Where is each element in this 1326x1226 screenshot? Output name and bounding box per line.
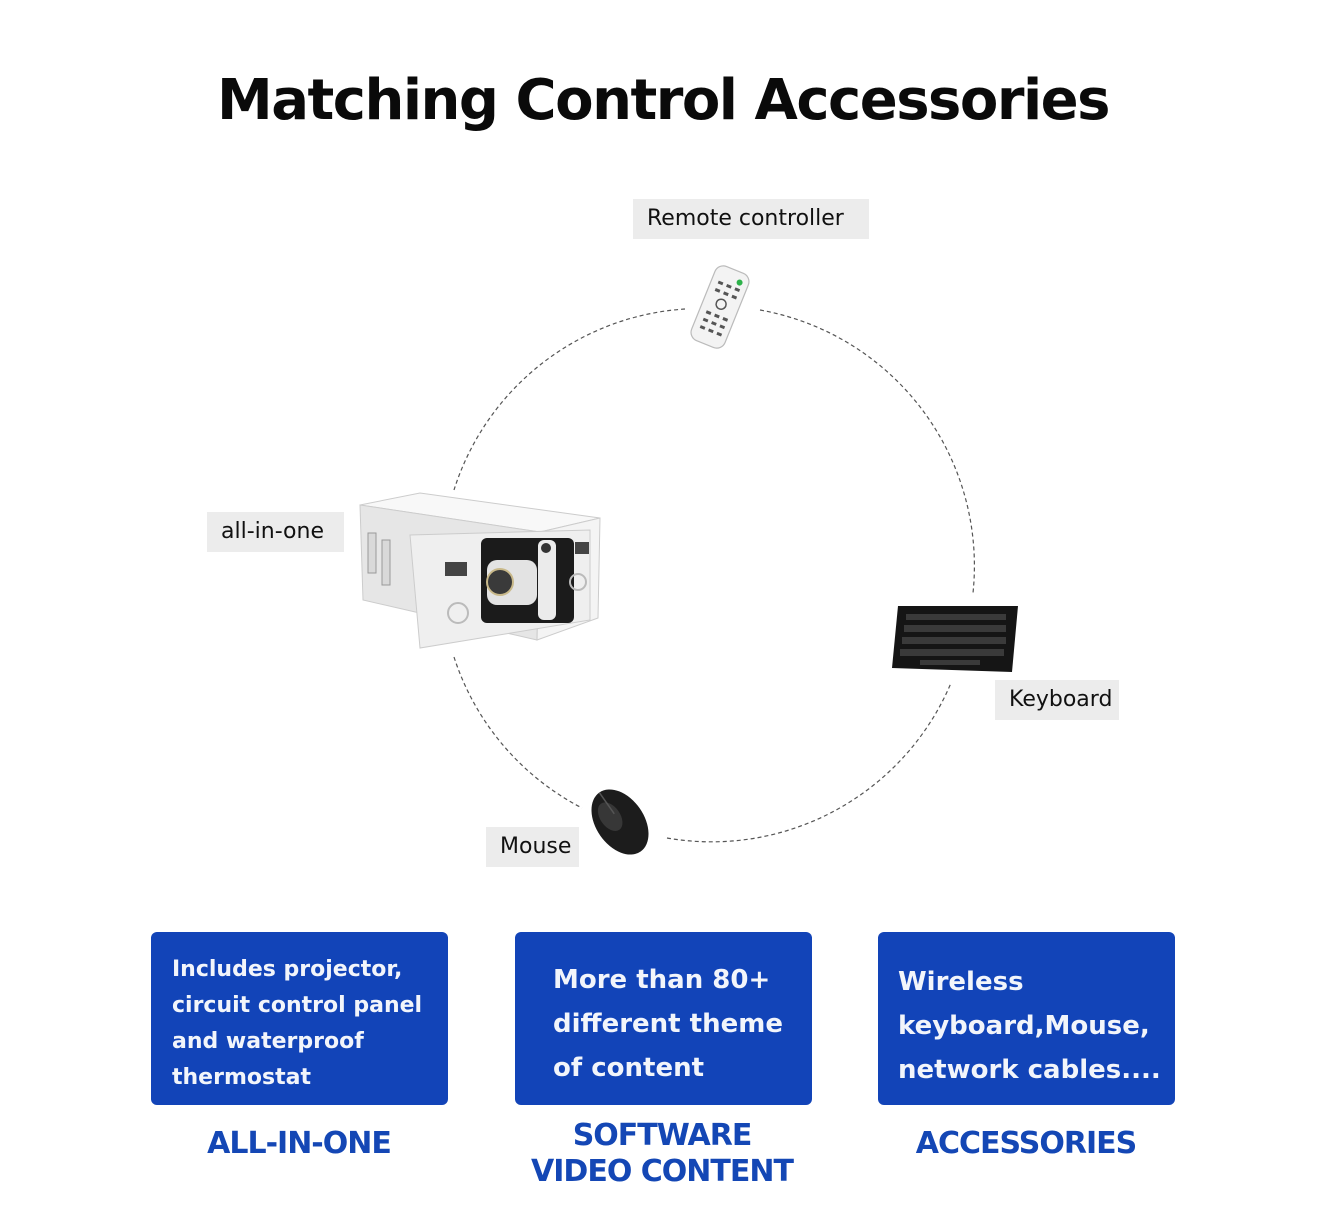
mouse-icon <box>591 789 649 855</box>
tag-all-in-one: all-in-one <box>207 512 344 552</box>
ring-segment-mouse-to-keyboard <box>666 682 952 843</box>
keyboard-icon <box>892 606 1018 672</box>
feature-card-all-in-one: Includes projector, circuit control pane… <box>151 932 448 1105</box>
caption-software-video-content: SOFTWARE VIDEO CONTENT <box>531 1118 794 1189</box>
tag-mouse: Mouse <box>486 827 579 867</box>
feature-card-accessories: Wireless keyboard,Mouse, network cables.… <box>878 932 1175 1105</box>
feature-card-text: Includes projector, circuit control pane… <box>172 957 423 1090</box>
connection-ring <box>453 308 976 843</box>
feature-card-software: More than 80+ different theme of content <box>515 932 812 1105</box>
page-title: Matching Control Accessories <box>217 68 1110 133</box>
ring-segment-remote-to-allinone <box>453 308 686 491</box>
feature-card-text: Wireless keyboard,Mouse, network cables.… <box>898 967 1161 1085</box>
tag-keyboard: Keyboard <box>995 680 1119 720</box>
remote-control-icon <box>690 265 750 349</box>
tag-remote-controller: Remote controller <box>633 199 869 239</box>
caption-accessories: ACCESSORIES <box>915 1126 1137 1161</box>
projector-box-icon <box>359 492 601 649</box>
ring-segment-remote-to-keyboard <box>759 309 976 594</box>
caption-all-in-one: ALL-IN-ONE <box>207 1126 392 1161</box>
feature-card-text: More than 80+ different theme of content <box>553 965 783 1083</box>
ring-segment-allinone-to-mouse <box>453 656 583 809</box>
